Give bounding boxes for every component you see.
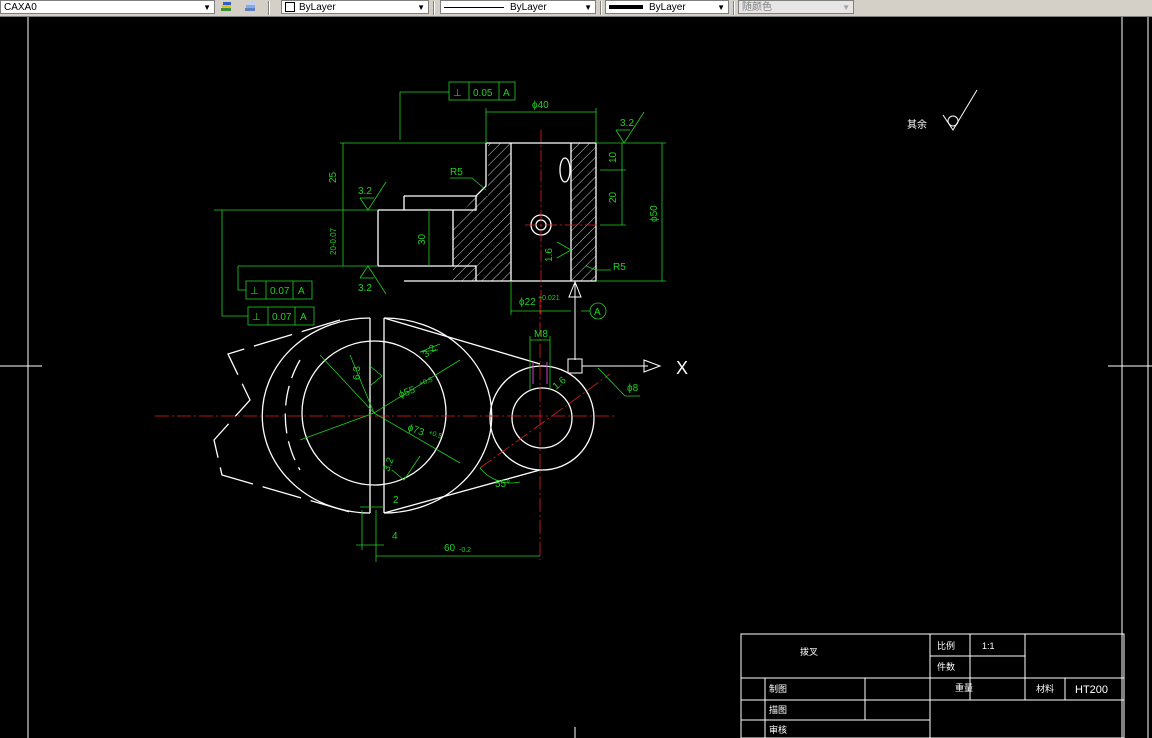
- toolbar-separator: [268, 1, 270, 15]
- color-swatch-icon: [285, 2, 295, 13]
- rough-32-c: 3.2: [620, 118, 634, 129]
- tol-low-datum: A: [300, 312, 307, 323]
- dim-55deg: 55°: [495, 479, 510, 490]
- dim-m8: M8: [534, 329, 548, 340]
- color-value: ByLayer: [299, 2, 336, 13]
- qty-label: 件数: [937, 661, 955, 672]
- plan-dimensions: [299, 336, 640, 562]
- section-dimensions: [214, 81, 666, 326]
- drawn-label: 制图: [769, 683, 787, 694]
- title-block-text: 拨叉 比例 1:1 件数 制图 重量 材料 HT200 描图 审核: [769, 640, 1108, 735]
- axis-x-label: X: [676, 358, 688, 378]
- toolbar-separator: [600, 1, 602, 15]
- dim-25: 25: [328, 171, 339, 183]
- tol-mid-datum: A: [298, 286, 305, 297]
- rough-32-e: 3.2: [381, 456, 396, 473]
- tol-low-value: 0.07: [272, 312, 292, 323]
- linetype-preview-icon: [444, 6, 504, 8]
- layer-manager-icon[interactable]: [219, 1, 233, 14]
- section-view: [377, 130, 600, 315]
- chevron-down-icon[interactable]: ▼: [203, 3, 211, 12]
- drawing-frame: [0, 17, 1152, 738]
- dim-r5-left: R5: [450, 167, 463, 178]
- title-block: [740, 633, 1125, 738]
- plotstyle-value: 随颜色: [742, 2, 772, 13]
- dim-d8: ϕ8: [627, 383, 639, 394]
- dim-d73-tol: +0.5: [427, 429, 442, 440]
- tol-top-datum: A: [503, 88, 510, 99]
- layer-state-icon[interactable]: [243, 1, 257, 14]
- dim-30: 30: [417, 233, 428, 245]
- tol-mid-value: 0.07: [270, 286, 290, 297]
- tol-low-symbol: ⊥: [252, 312, 261, 323]
- plan-centerlines: [155, 300, 615, 560]
- linetype-value: ByLayer: [510, 2, 547, 13]
- dim-20: 20: [608, 191, 619, 203]
- lineweight-combo[interactable]: ByLayer ▼: [605, 0, 729, 14]
- dim-20-tol: 20-0.07: [329, 227, 338, 255]
- dim-r5-right: R5: [613, 262, 626, 273]
- plan-view: [213, 317, 595, 514]
- chevron-down-icon[interactable]: ▼: [842, 3, 850, 12]
- m8-thread-marks: [532, 362, 548, 384]
- dim-10: 10: [608, 151, 619, 163]
- linetype-combo[interactable]: ByLayer ▼: [440, 0, 596, 14]
- rough-63: 6.3: [352, 366, 363, 380]
- rough-32-b: 3.2: [358, 283, 372, 294]
- check-label: 审核: [769, 724, 787, 735]
- toolbar-separator: [433, 1, 435, 15]
- dim-d22: ϕ22: [519, 297, 536, 308]
- properties-toolbar: CAXA0 ▼ ByLayer ▼ ByLayer ▼ ByLayer ▼ 随颜…: [0, 0, 1152, 17]
- tol-top-value: 0.05: [473, 88, 493, 99]
- dim-2: 2: [393, 495, 399, 506]
- dim-d50: ϕ50: [649, 205, 660, 222]
- design-label: 描图: [769, 704, 787, 715]
- chevron-down-icon[interactable]: ▼: [584, 3, 592, 12]
- dim-60: 60: [444, 543, 456, 554]
- dim-d55-tol: +0.5: [418, 377, 433, 388]
- rough-16-a: 1.6: [544, 248, 555, 262]
- layer-combo[interactable]: CAXA0 ▼: [0, 0, 215, 14]
- material-value: HT200: [1075, 684, 1108, 696]
- layer-value: CAXA0: [4, 2, 37, 13]
- rest-note-text: 其余: [907, 118, 927, 131]
- rough-32-a: 3.2: [358, 186, 372, 197]
- datum-a: A: [568, 280, 607, 360]
- lineweight-preview-icon: [609, 5, 643, 10]
- ucs-icon: X: [567, 358, 688, 378]
- datum-a-label: A: [594, 307, 601, 318]
- toolbar-separator: [733, 1, 735, 15]
- plotstyle-combo[interactable]: 随颜色 ▼: [738, 0, 854, 14]
- dim-d22-tol: +0.021: [538, 295, 560, 302]
- weight-label: 重量: [955, 682, 973, 693]
- chevron-down-icon[interactable]: ▼: [717, 3, 725, 12]
- color-combo[interactable]: ByLayer ▼: [281, 0, 429, 14]
- dim-d73: ϕ73: [406, 422, 426, 438]
- rest-surface-note: 其余: [907, 89, 978, 131]
- scale-label: 比例: [937, 640, 955, 651]
- lineweight-value: ByLayer: [649, 2, 686, 13]
- dim-d55: ϕ55: [397, 385, 417, 401]
- dim-4: 4: [392, 531, 398, 542]
- drawing-canvas[interactable]: 其余: [0, 17, 1152, 738]
- tol-top-symbol: ⊥: [453, 88, 462, 99]
- chevron-down-icon[interactable]: ▼: [417, 3, 425, 12]
- dim-60-tol: -0.2: [459, 547, 471, 554]
- scale-value: 1:1: [982, 641, 995, 651]
- tol-mid-symbol: ⊥: [250, 286, 259, 297]
- dim-d40: ϕ40: [532, 100, 549, 111]
- part-name: 拨叉: [800, 646, 818, 657]
- material-label: 材料: [1036, 683, 1054, 694]
